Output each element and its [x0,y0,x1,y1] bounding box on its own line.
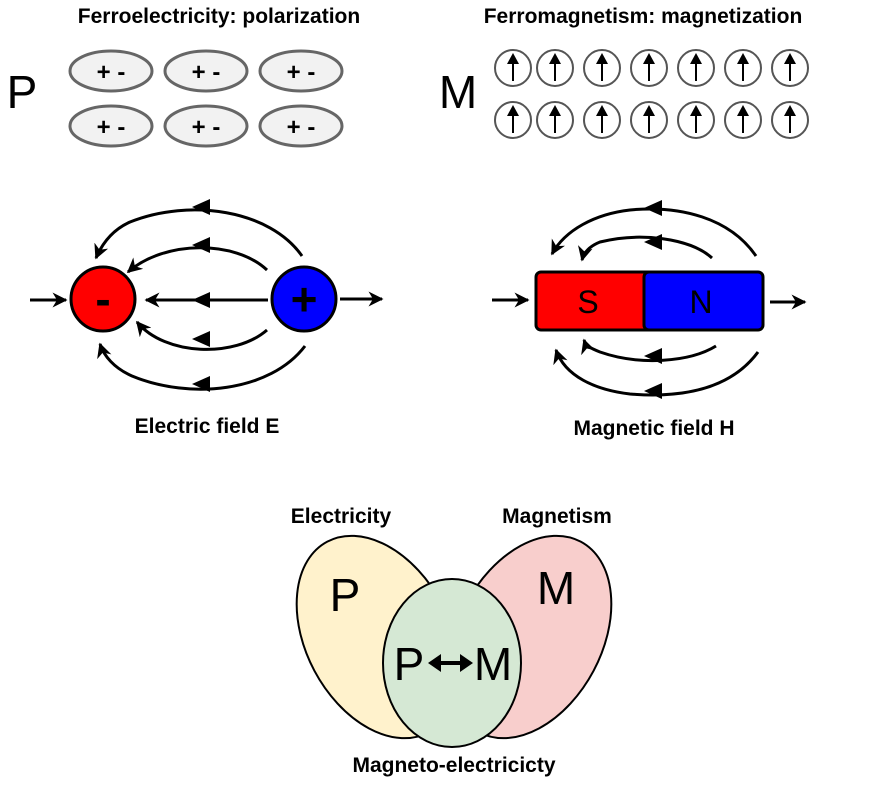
magnetization-symbol: M [439,66,477,118]
dipole-charge-label: + - [192,114,221,141]
venn-diagram: Electricity Magnetism P M P M Magneto-el… [291,505,613,777]
spin-up-arrow-icon [583,49,621,87]
spin-up-arrow-icon [771,49,809,87]
spin-up-arrow-icon [536,49,574,87]
spin-up-arrow-icon [630,101,668,139]
spin-grid [494,49,809,139]
negative-charge-sign: - [95,273,110,325]
venn-center-m: M [474,638,512,690]
dipole: + - [68,104,154,148]
ferroelectricity-title: Ferroelectricity: polarization [78,5,360,28]
bar-magnet: S N [534,270,765,332]
venn-p-symbol: P [330,569,361,621]
magnet-south-label: S [577,284,598,320]
venn-m-symbol: M [537,562,575,614]
negative-charge: - [69,265,137,333]
dipole: + - [258,104,344,148]
spin-up-arrow-icon [677,101,715,139]
dipole-charge-label: + - [287,114,316,141]
spin-up-arrow-icon [583,101,621,139]
positive-charge: + [270,265,338,333]
double-arrow-icon [428,654,473,672]
spin-up-arrow-icon [771,101,809,139]
dipole-charge-label: + - [97,114,126,141]
spin-up-arrow-icon [630,49,668,87]
dipole-charge-label: + - [287,59,316,86]
arrow-midpoints [192,199,210,392]
spin-up-arrow-icon [677,49,715,87]
venn-magnetism-label: Magnetism [502,505,612,528]
spin-up-arrow-icon [724,101,762,139]
spin-up-arrow-icon [724,49,762,87]
dipole: + - [163,49,249,93]
magnet-north-label: N [689,284,712,320]
dipole: + - [258,49,344,93]
electric-field-caption: Electric field E [135,415,280,438]
spin-up-arrow-icon [536,101,574,139]
positive-charge-sign: + [291,273,318,325]
venn-electricity-label: Electricity [291,505,392,528]
dipole-charge-label: + - [192,59,221,86]
magnetic-arrow-midpoints [644,200,662,399]
magnetic-field-caption: Magnetic field H [573,417,734,440]
dipole-charge-label: + - [97,59,126,86]
venn-center-p: P [394,638,425,690]
polarization-symbol: P [7,66,38,118]
dipole: + - [163,104,249,148]
magnet-north-pole [642,270,765,332]
magnetic-field-lines [492,207,807,397]
electric-field-lines [30,208,384,391]
ferromagnetism-title: Ferromagnetism: magnetization [484,5,803,28]
dipole-grid: + - + - + - + - + - + - [68,49,344,148]
spin-up-arrow-icon [494,101,532,139]
spin-up-arrow-icon [494,49,532,87]
venn-magnetoelectricity-label: Magneto-electricicty [352,754,555,777]
dipole: + - [68,49,154,93]
